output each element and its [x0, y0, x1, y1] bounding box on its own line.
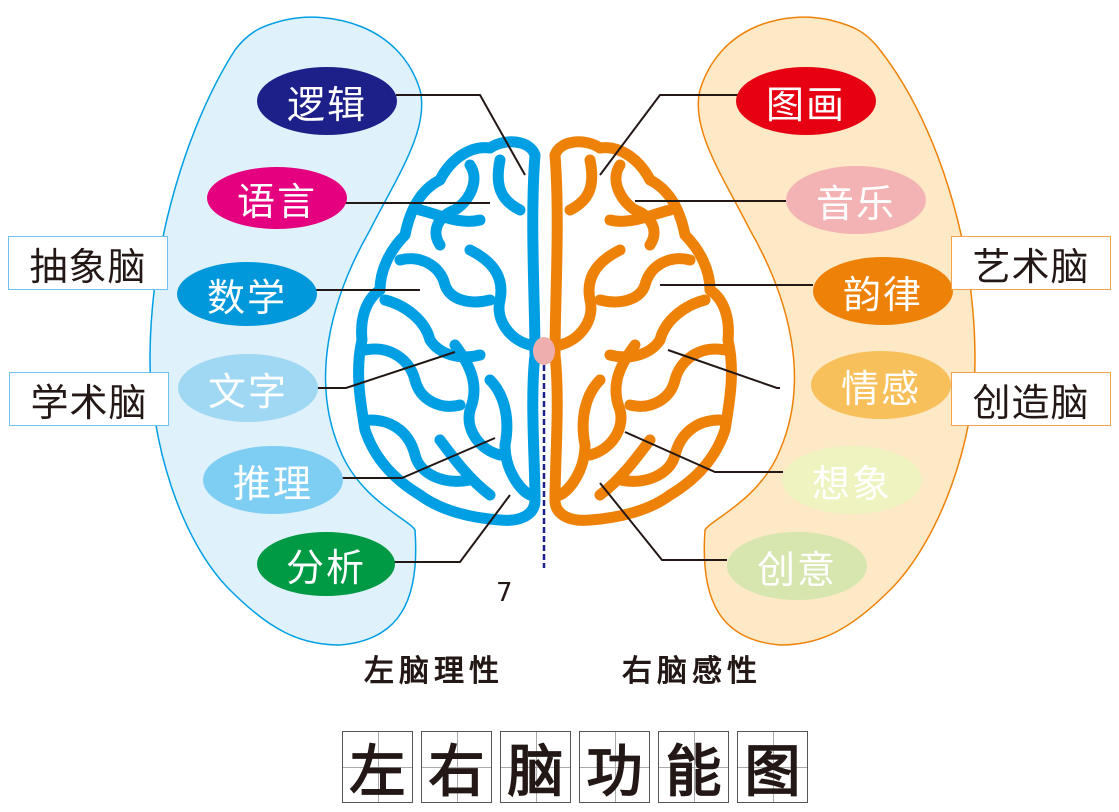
- left-brain-caption: 左脑理性: [364, 654, 504, 689]
- function-reasoning: 推理: [203, 446, 343, 514]
- left-hemisphere: [353, 136, 541, 526]
- title-char-cell: 脑: [500, 731, 571, 805]
- category-abstract-brain: 抽象脑: [8, 236, 168, 290]
- right-leader-lines: [599, 94, 813, 561]
- right-brain-caption: 右脑感性: [622, 654, 762, 689]
- function-math: 数学: [177, 262, 317, 326]
- function-analysis: 分析: [257, 532, 395, 596]
- function-imagination: 想象: [782, 446, 922, 514]
- function-drawing: 图画: [736, 67, 876, 135]
- left-leader-lines: [315, 94, 526, 563]
- title-char-cell: 右: [421, 731, 492, 805]
- function-logic: 逻辑: [257, 67, 397, 135]
- function-writing: 文字: [178, 354, 318, 422]
- page-title: 左 右 脑 功 能 图: [342, 731, 808, 805]
- title-char-cell: 左: [342, 731, 413, 805]
- title-char-cell: 能: [658, 731, 729, 805]
- title-char-cell: 图: [737, 731, 808, 805]
- title-char-cell: 功: [579, 731, 650, 805]
- category-academic-brain: 学术脑: [9, 372, 169, 426]
- category-creative-brain: 创造脑: [951, 372, 1111, 426]
- category-art-brain: 艺术脑: [951, 236, 1111, 290]
- function-language: 语言: [207, 167, 347, 229]
- right-hemisphere: [549, 136, 737, 526]
- function-rhythm: 韵律: [813, 257, 953, 325]
- function-creativity: 创意: [727, 532, 867, 600]
- stray-mark: 7: [496, 578, 513, 608]
- function-music: 音乐: [786, 166, 926, 234]
- function-emotion: 情感: [811, 351, 951, 419]
- midline-dot: [533, 337, 555, 365]
